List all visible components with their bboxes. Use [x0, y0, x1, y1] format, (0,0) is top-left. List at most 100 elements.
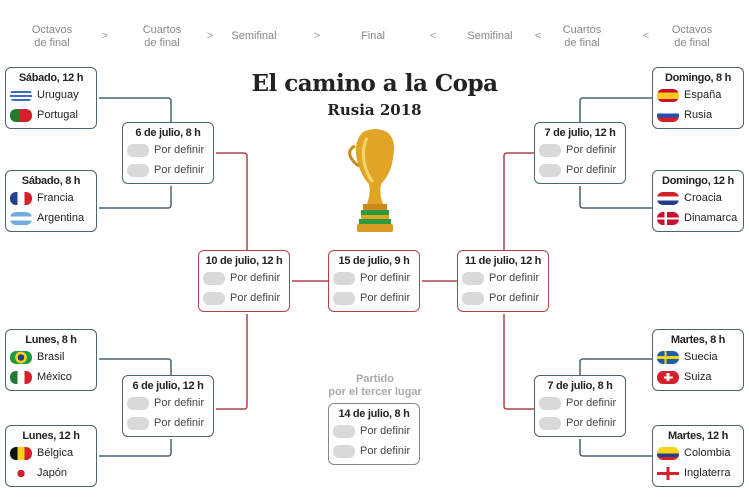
- team-name-tbd: Por definir: [566, 143, 617, 156]
- team-row-tbd: Por definir: [123, 160, 213, 180]
- match-date: 15 de julio, 9 h: [338, 255, 410, 267]
- team-row-tbd: Por definir: [329, 441, 419, 461]
- team-name: Colombia: [684, 446, 731, 459]
- stage-semifinal-right: Semifinal: [467, 30, 513, 42]
- team-row: México: [6, 367, 96, 387]
- team-name-tbd: Por definir: [360, 424, 411, 437]
- team-name-tbd: Por definir: [489, 291, 540, 304]
- placeholder-flag-icon: [462, 291, 484, 305]
- team-row: Japón: [6, 463, 96, 483]
- placeholder-flag-icon: [539, 163, 561, 177]
- team-name: Uruguay: [37, 88, 79, 101]
- team-name: Suecia: [684, 350, 718, 363]
- team-row-tbd: Por definir: [535, 393, 625, 413]
- team-name-tbd: Por definir: [566, 416, 617, 429]
- connector-l4: [99, 439, 172, 457]
- team-name-tbd: Por definir: [154, 143, 205, 156]
- page-subtitle: Rusia 2018: [327, 101, 422, 119]
- team-row: Colombia: [653, 443, 743, 463]
- placeholder-flag-icon: [203, 271, 225, 285]
- team-name: Inglaterra: [684, 466, 731, 479]
- connector-r4: [579, 439, 652, 457]
- match-date: Lunes, 8 h: [25, 334, 77, 346]
- team-name-tbd: Por definir: [154, 163, 205, 176]
- team-row-tbd: Por definir: [535, 413, 625, 433]
- match-date: 7 de julio, 8 h: [547, 380, 613, 392]
- team-name: Japón: [37, 466, 67, 479]
- team-row-tbd: Por definir: [535, 140, 625, 160]
- team-row-tbd: Por definir: [199, 288, 289, 308]
- team-row-tbd: Por definir: [329, 288, 419, 308]
- team-name: Bélgica: [37, 446, 74, 459]
- team-name: Argentina: [37, 211, 85, 224]
- connector-qf-r-bot: [503, 314, 534, 410]
- japan-flag-icon: [10, 466, 32, 480]
- placeholder-flag-icon: [127, 416, 149, 430]
- team-name: Dinamarca: [684, 211, 738, 224]
- stage-semifinal-left: Semifinal: [231, 30, 277, 42]
- match-date: 14 de julio, 8 h: [338, 408, 410, 420]
- team-name-tbd: Por definir: [230, 291, 281, 304]
- team-name-tbd: Por definir: [360, 444, 411, 457]
- connector-l3: [99, 358, 172, 375]
- team-name: España: [684, 88, 722, 101]
- connector-r2: [579, 186, 652, 209]
- connector-qf-l-top: [216, 152, 248, 250]
- team-row-tbd: Por definir: [199, 268, 289, 288]
- match-date: Domingo, 12 h: [662, 175, 734, 187]
- team-name-tbd: Por definir: [360, 291, 411, 304]
- placeholder-flag-icon: [333, 291, 355, 305]
- team-name: Francia: [37, 191, 74, 204]
- match-date: Martes, 8 h: [670, 334, 726, 346]
- team-name-tbd: Por definir: [566, 163, 617, 176]
- arrow-left-icon: <: [429, 30, 437, 42]
- placeholder-flag-icon: [539, 396, 561, 410]
- placeholder-flag-icon: [127, 163, 149, 177]
- placeholder-flag-icon: [203, 291, 225, 305]
- brazil-flag-icon: [10, 350, 32, 364]
- portugal-flag-icon: [10, 108, 32, 122]
- world-cup-trophy-icon: [348, 129, 395, 232]
- mexico-flag-icon: [10, 370, 32, 384]
- placeholder-flag-icon: [333, 444, 355, 458]
- match-date: 11 de julio, 12 h: [464, 255, 542, 267]
- team-name-tbd: Por definir: [566, 396, 617, 409]
- sweden-flag-icon: [657, 350, 679, 364]
- placeholder-flag-icon: [539, 416, 561, 430]
- team-row-tbd: Por definir: [123, 140, 213, 160]
- team-row: España: [653, 85, 743, 105]
- placeholder-flag-icon: [127, 396, 149, 410]
- match-date: 7 de julio, 12 h: [544, 127, 616, 139]
- denmark-flag-icon: [657, 211, 679, 225]
- placeholder-flag-icon: [127, 143, 149, 157]
- connector-l1: [99, 97, 172, 122]
- team-name-tbd: Por definir: [489, 271, 540, 284]
- team-name: Rusia: [684, 108, 713, 121]
- team-name-tbd: Por definir: [154, 416, 205, 429]
- team-row: Uruguay: [6, 85, 96, 105]
- team-row: Brasil: [6, 347, 96, 367]
- match-date: 6 de julio, 8 h: [135, 127, 201, 139]
- team-row-tbd: Por definir: [458, 288, 548, 308]
- match-date: Lunes, 12 h: [22, 430, 80, 442]
- placeholder-flag-icon: [462, 271, 484, 285]
- team-name: Croacia: [684, 191, 722, 204]
